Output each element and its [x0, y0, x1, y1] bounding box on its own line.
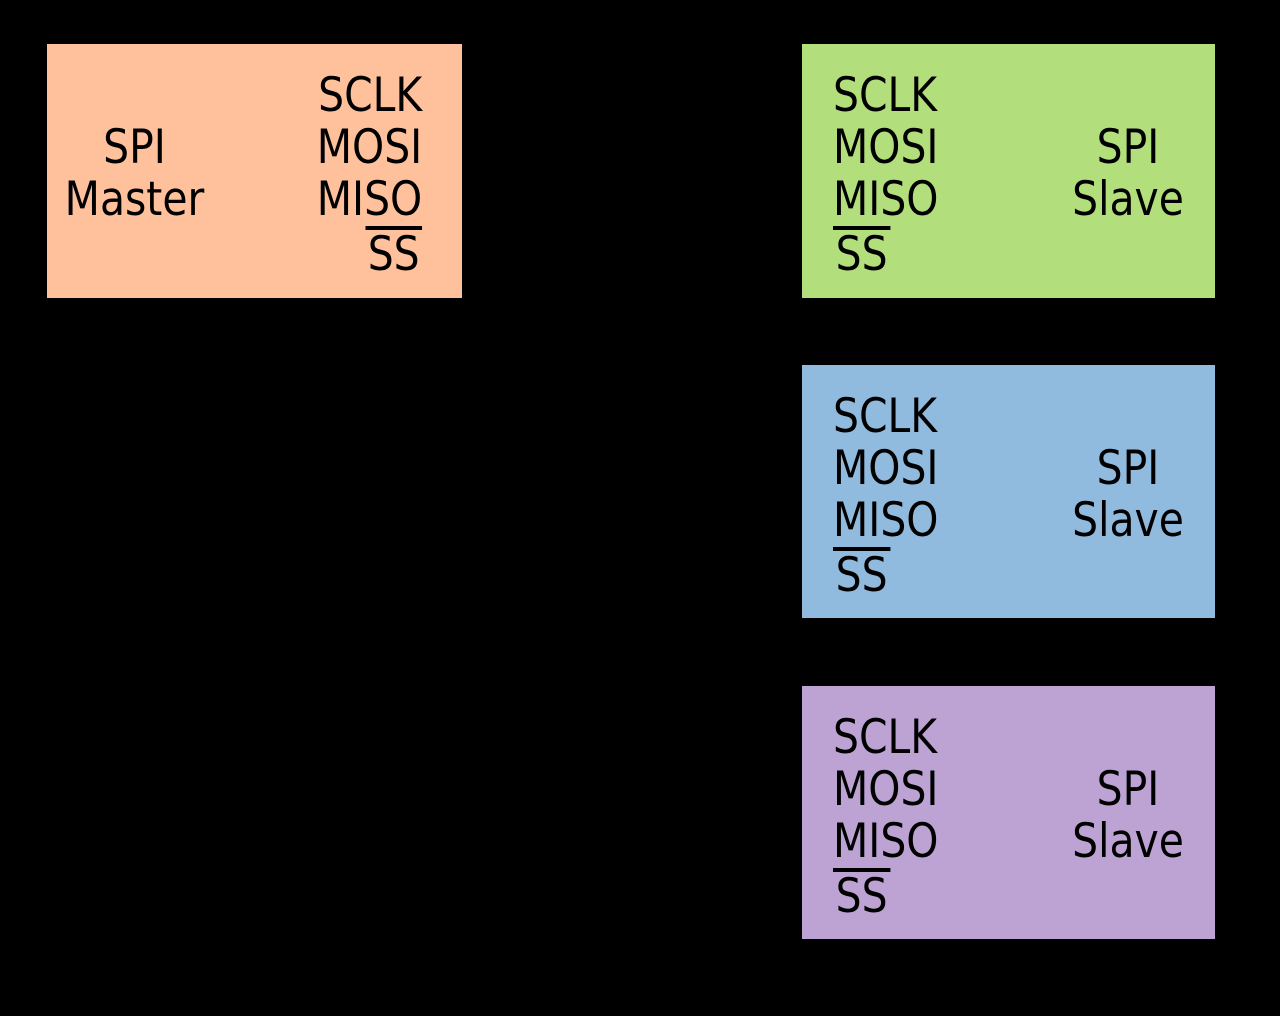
- master-pin-ss: SS: [317, 226, 422, 281]
- spi-slave1-title-line2: Slave: [1072, 172, 1184, 227]
- spi-slave2-title: SPI Slave: [1063, 443, 1194, 547]
- spi-master-pins: SCLK MOSI MISO SS: [317, 70, 422, 281]
- slave2-pin-sclk: SCLK: [833, 389, 938, 444]
- slave1-pin-sclk: SCLK: [833, 68, 938, 123]
- master-pin-mosi: MOSI: [316, 120, 422, 175]
- slave1-pin-ss: SS: [833, 226, 938, 281]
- slave3-pin-sclk: SCLK: [833, 710, 938, 765]
- slave2-pin-ss-label: SS: [833, 547, 891, 599]
- slave3-pin-ss-label: SS: [833, 868, 891, 920]
- spi-slave3-pins: SCLK MOSI MISO SS: [833, 712, 938, 923]
- slave1-pin-mosi: MOSI: [833, 120, 939, 175]
- spi-slave1-box: SCLK MOSI MISO SS SPI Slave: [802, 44, 1215, 298]
- slave2-pin-miso: MISO: [833, 493, 939, 548]
- spi-slave1-title-line1: SPI: [1096, 120, 1160, 175]
- spi-master-title-line2: Master: [64, 172, 205, 227]
- slave2-pin-ss: SS: [833, 547, 938, 602]
- spi-slave3-title-line2: Slave: [1072, 814, 1184, 869]
- spi-slave2-box: SCLK MOSI MISO SS SPI Slave: [802, 365, 1215, 618]
- spi-slave2-pins: SCLK MOSI MISO SS: [833, 391, 938, 602]
- spi-slave1-title: SPI Slave: [1063, 122, 1194, 226]
- spi-slave2-title-line2: Slave: [1072, 493, 1184, 548]
- master-pin-miso: MISO: [316, 172, 422, 227]
- spi-slave2-title-line1: SPI: [1096, 441, 1160, 496]
- slave2-pin-mosi: MOSI: [833, 441, 939, 496]
- spi-master-title: SPI Master: [58, 122, 210, 226]
- slave1-pin-miso: MISO: [833, 172, 939, 227]
- slave3-pin-miso: MISO: [833, 814, 939, 869]
- slave3-pin-ss: SS: [833, 868, 938, 923]
- spi-slave3-title: SPI Slave: [1063, 764, 1194, 868]
- spi-master-box: SPI Master SCLK MOSI MISO SS: [47, 44, 462, 298]
- slave1-pin-ss-label: SS: [833, 226, 891, 278]
- spi-slave3-box: SCLK MOSI MISO SS SPI Slave: [802, 686, 1215, 939]
- slave3-pin-mosi: MOSI: [833, 762, 939, 817]
- spi-master-title-line1: SPI: [103, 120, 166, 175]
- master-pin-sclk: SCLK: [317, 68, 422, 123]
- master-pin-ss-label: SS: [364, 226, 422, 278]
- spi-slave3-title-line1: SPI: [1096, 762, 1160, 817]
- spi-slave1-pins: SCLK MOSI MISO SS: [833, 70, 938, 281]
